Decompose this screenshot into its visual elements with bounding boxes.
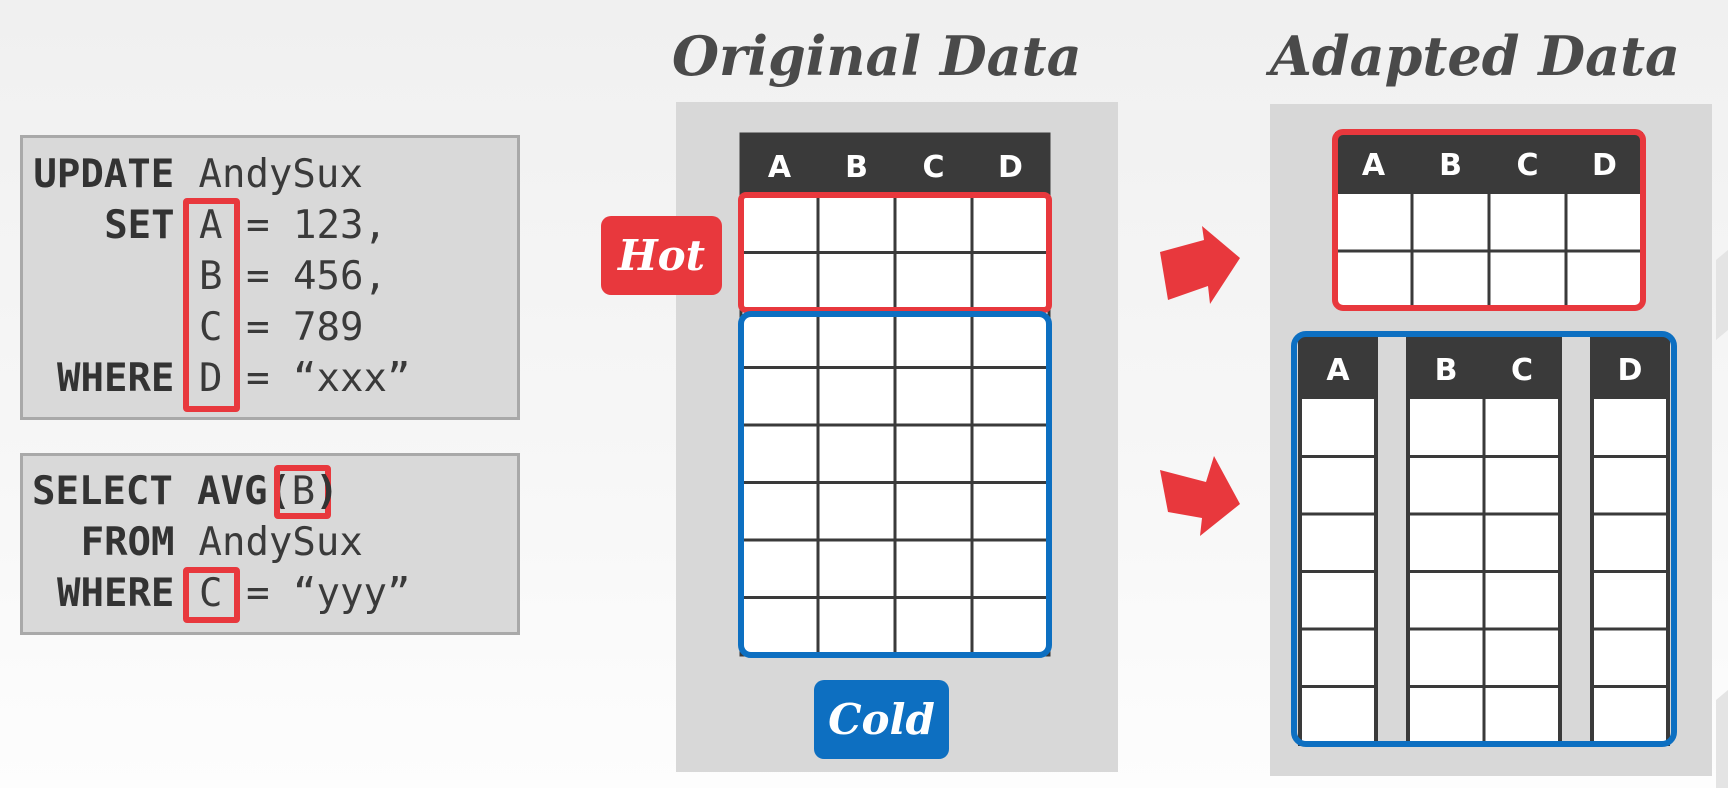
sql-text: = 456, [222,254,387,299]
column-name: B [291,469,316,514]
cold-table-outline [1291,331,1677,747]
adapted-data-title: Adapted Data [1270,24,1681,88]
column-header: A [1326,353,1350,388]
hot-label: Hot [601,216,722,295]
header-row [1335,132,1643,194]
column-header: D [998,150,1023,185]
sql-text: ) [315,469,339,514]
sql-text: = 789 [222,305,364,350]
column-header: B [845,150,868,185]
column-group: D [1590,336,1670,746]
sql-keyword: WHERE [57,571,175,616]
background-stripes [1716,250,1728,788]
cold-rows-outline [738,311,1052,658]
column-name: C [199,305,223,350]
column-highlight-box [183,198,240,412]
column-name: B [199,254,223,299]
column-header: B [1439,148,1462,183]
column-highlight-box [273,465,331,519]
sql-text: = “xxx” [222,356,411,401]
hot-table-outline [1332,129,1646,311]
column-name: A [199,203,223,248]
column-header: C [1516,148,1538,183]
original-data-title: Original Data [672,24,1082,88]
select-query-box [20,453,520,635]
column-group: A [1298,336,1378,746]
sql-keyword: SELECT [32,469,173,514]
sql-keyword: FROM [80,520,175,565]
header-row [1408,338,1560,399]
update-query-box [20,135,520,420]
sql-keyword: SET [104,203,175,248]
arrow-right-icon [1160,456,1240,536]
column-header: A [1362,148,1386,183]
column-header: B [1435,353,1458,388]
column-header: A [768,150,792,185]
column-header: D [1618,353,1643,388]
column-name: D [199,356,223,401]
column-name: C [199,571,223,616]
header-row [1300,338,1376,399]
header-row [1592,338,1668,399]
sql-text: = 123, [222,203,387,248]
column-header: C [1511,353,1533,388]
column-header: C [922,150,944,185]
header-row [741,134,1049,195]
sql-text: AndySux [175,152,363,197]
cold-label: Cold [814,680,949,759]
hot-rows-outline [738,192,1052,313]
sql-keyword: WHERE [57,356,175,401]
sql-text: AndySux [175,520,363,565]
arrow-right-icon [1160,226,1240,304]
sql-text: = “yyy” [222,571,411,616]
sql-keyword: UPDATE [33,152,175,197]
column-header: D [1592,148,1617,183]
column-highlight-box [183,567,240,623]
